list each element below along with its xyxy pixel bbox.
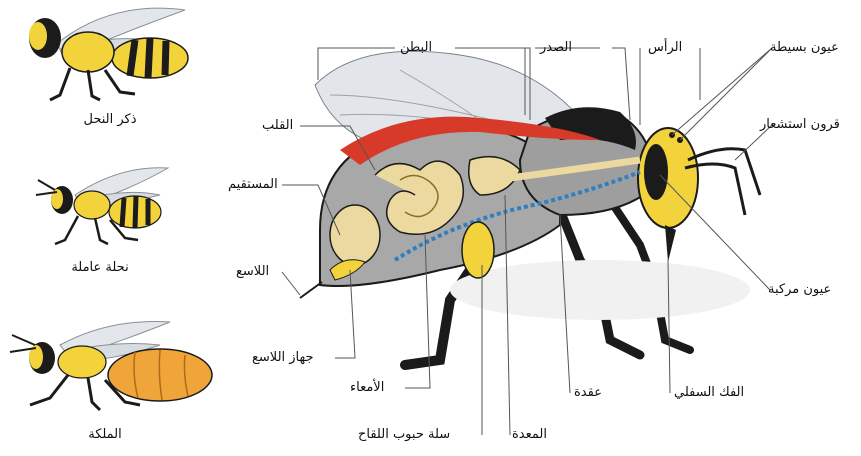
- label-antennae: قرون استشعار: [760, 117, 840, 133]
- worker-bee-illustration: [36, 168, 168, 244]
- label-thorax: الصدر: [540, 40, 572, 56]
- label-abdomen: البطن: [400, 40, 432, 56]
- label-sting-apparatus: جهاز اللاسع: [252, 350, 314, 366]
- label-intestines: الأمعاء: [350, 380, 384, 396]
- queen-bee-illustration: [10, 321, 212, 410]
- label-compound-eyes: عيون مركبة: [768, 282, 831, 298]
- label-sting: اللاسع: [236, 264, 269, 280]
- label-stomach: المعدة: [512, 427, 547, 443]
- label-mandible: الفك السفلي: [674, 385, 744, 401]
- caption-worker: نحلة عاملة: [45, 260, 155, 276]
- label-heart: القلب: [262, 118, 293, 134]
- label-simple-eyes: عيون بسيطة: [770, 40, 839, 56]
- rectum-organ: [330, 205, 380, 265]
- label-rectum: المستقيم: [228, 177, 278, 193]
- sting-part: [300, 282, 322, 298]
- label-pollen-basket: سلة حبوب اللقاح: [358, 427, 450, 443]
- drone-bee-illustration: [29, 8, 188, 100]
- caption-drone: ذكر النحل: [60, 112, 160, 128]
- label-ganglion: عقدة: [574, 385, 602, 401]
- pollen-basket: [462, 222, 494, 278]
- mandible-part: [665, 225, 676, 262]
- compound-eye: [644, 144, 668, 200]
- caption-queen: الملكة: [60, 427, 150, 443]
- label-head: الرأس: [648, 40, 682, 56]
